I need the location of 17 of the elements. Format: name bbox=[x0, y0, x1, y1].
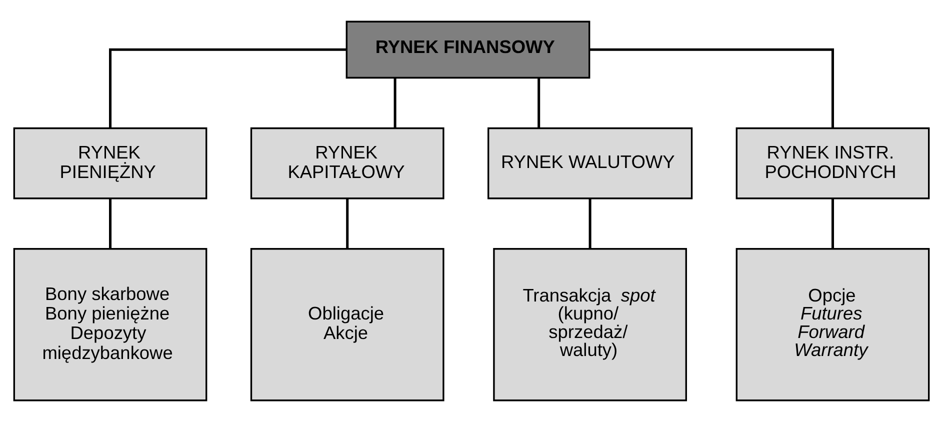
connector bbox=[109, 198, 112, 248]
connector bbox=[589, 48, 834, 128]
node-box: RYNEK PIENIĘŻNY bbox=[13, 126, 208, 199]
node-box: Transakcja spot (kupno/ sprzedaż/ waluty) bbox=[493, 248, 687, 401]
node-box: Obligacje Akcje bbox=[250, 248, 444, 401]
node-box: Bony skarbowe Bony pieniężne Depozyty międzybankowe bbox=[13, 248, 208, 401]
node-box: RYNEK WALUTOWY bbox=[488, 126, 693, 199]
node-box: RYNEK KAPITAŁOWY bbox=[250, 126, 444, 199]
connector bbox=[346, 198, 349, 248]
connector bbox=[109, 48, 346, 128]
connector bbox=[538, 77, 540, 128]
node-box: Opcje Futures Forward Warranty bbox=[736, 248, 930, 401]
connector bbox=[831, 198, 834, 248]
node-box: RYNEK FINANSOWY bbox=[346, 20, 590, 78]
node-box: RYNEK INSTR. POCHODNYCH bbox=[736, 126, 930, 199]
connector bbox=[394, 77, 396, 128]
connector bbox=[588, 198, 592, 248]
